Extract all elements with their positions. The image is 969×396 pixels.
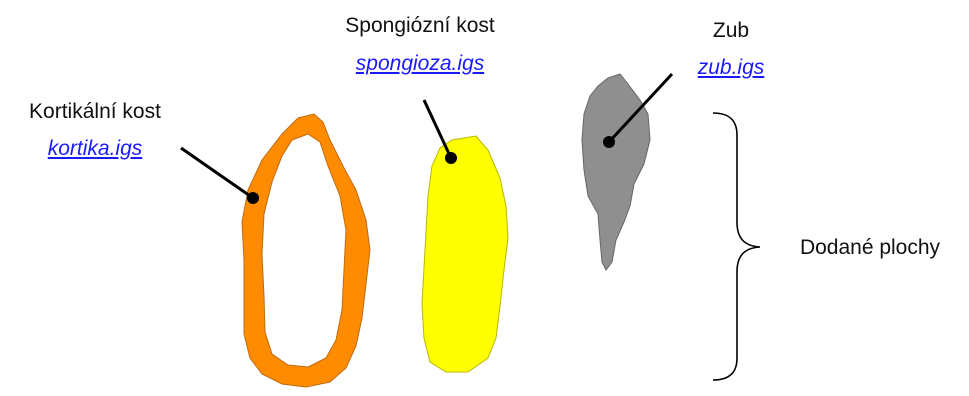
tooth-name: Zub <box>676 18 786 44</box>
tooth-body <box>582 74 650 270</box>
spongy-bone-leader-line <box>424 100 451 158</box>
cortical-bone-leader-line <box>181 148 253 198</box>
spongy-bone-file-link[interactable]: spongioza.igs <box>325 51 515 77</box>
curly-brace <box>713 113 760 380</box>
spongy-bone-shape <box>422 100 508 372</box>
spongy-bone-blob <box>422 136 508 372</box>
cortical-bone-file-link[interactable]: kortika.igs <box>4 136 186 162</box>
cortical-bone-ring <box>242 114 370 387</box>
supplied-surfaces-label: Dodané plochy <box>778 235 962 261</box>
tooth-shape <box>582 74 672 270</box>
spongy-bone-name: Spongiózní kost <box>325 13 515 39</box>
tooth-file-link[interactable]: zub.igs <box>676 55 786 81</box>
cortical-bone-shape <box>181 114 370 387</box>
cortical-bone-name: Kortikální kost <box>4 99 186 125</box>
